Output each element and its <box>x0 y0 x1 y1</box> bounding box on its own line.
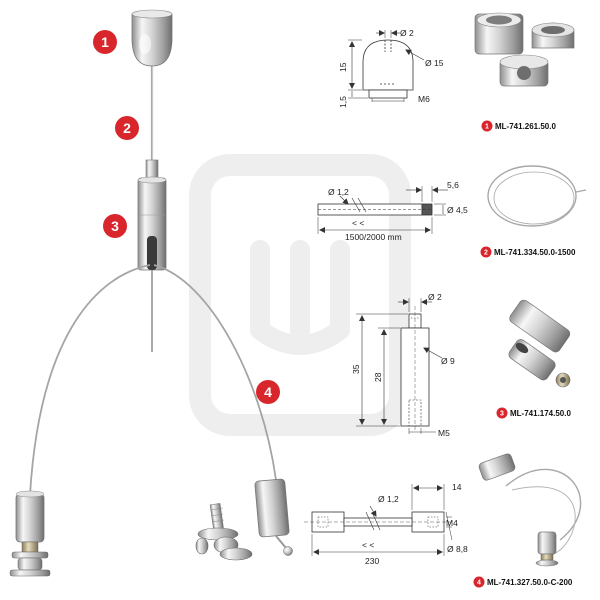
set-end-dim: 14 <box>452 482 462 492</box>
watermark-logo <box>189 154 411 436</box>
set-end-dia-dim: Ø 8,8 <box>447 544 468 554</box>
part-label-3: 3 ML-741.174.50.0 <box>496 407 571 419</box>
svg-text:ML-741.174.50.0: ML-741.174.50.0 <box>510 409 571 418</box>
photo-set <box>478 453 582 567</box>
gripper-body <box>137 159 167 271</box>
cable-end-dim: 5,6 <box>447 180 459 190</box>
svg-text:3: 3 <box>111 218 119 234</box>
part-label-4: 4 ML-741.327.50.0-C-200 <box>473 576 573 588</box>
svg-text:2: 2 <box>484 250 488 257</box>
cable-length-dim: 1500/2000 mm <box>345 232 402 242</box>
gripper-body-dim: 28 <box>373 372 383 382</box>
callout-badge-2: 2 <box>115 116 139 140</box>
cap-hole-dim: Ø 2 <box>400 28 414 38</box>
photo-gripper <box>508 299 571 388</box>
part-label-2: 2 ML-741.334.50.0-1500 <box>480 246 576 258</box>
end-fitting-right <box>254 478 293 556</box>
cap-base-dim: 1,5 <box>338 96 348 108</box>
svg-text:3: 3 <box>500 411 504 418</box>
callout-badge-3: 3 <box>103 214 127 238</box>
svg-text:2: 2 <box>123 120 131 136</box>
photo-cable-coil <box>487 165 587 227</box>
set-thread-dim: M4 <box>446 518 458 528</box>
cap-thread-dim: M6 <box>418 94 430 104</box>
callout-badge-4: 4 <box>256 380 280 404</box>
cable-end-dia-dim: Ø 4,5 <box>447 205 468 215</box>
y-cable-left <box>29 264 151 496</box>
gripper-hole-dim: Ø 2 <box>428 292 442 302</box>
drawing-cable <box>317 186 448 234</box>
gripper-thread-dim: M5 <box>438 428 450 438</box>
part-label-1: 1 ML-741.261.50.0 <box>481 120 556 132</box>
svg-text:ML-741.327.50.0-C-200: ML-741.327.50.0-C-200 <box>487 578 573 587</box>
gripper-dia-dim: Ø 9 <box>441 356 455 366</box>
drawing-cap <box>348 30 425 102</box>
loose-screw-set <box>195 503 253 561</box>
svg-text:ML-741.261.50.0: ML-741.261.50.0 <box>495 122 556 131</box>
cable-dia-dim: Ø 1,2 <box>328 187 349 197</box>
gripper-total-dim: 35 <box>351 364 361 374</box>
callout-badge-1: 1 <box>93 30 117 54</box>
drawing-set <box>304 484 453 556</box>
ceiling-cap <box>131 9 173 67</box>
cap-dia-dim: Ø 15 <box>425 58 444 68</box>
end-fitting-left <box>9 490 51 577</box>
svg-text:ML-741.334.50.0-1500: ML-741.334.50.0-1500 <box>494 248 576 257</box>
svg-text:4: 4 <box>264 384 272 400</box>
set-length-dim: 230 <box>365 556 379 566</box>
photo-cap-parts <box>474 12 575 87</box>
svg-text:4: 4 <box>477 580 481 587</box>
set-break-marks: < < <box>362 540 374 550</box>
svg-text:1: 1 <box>485 124 489 131</box>
cable-break-marks: < < <box>352 218 364 228</box>
cap-height-dim: 15 <box>338 62 348 72</box>
drawing-gripper <box>356 298 443 434</box>
svg-text:1: 1 <box>101 34 109 50</box>
set-dia-dim: Ø 1,2 <box>378 494 399 504</box>
main-assembly: 1 2 3 4 <box>9 9 293 577</box>
y-cable-right <box>153 264 277 481</box>
